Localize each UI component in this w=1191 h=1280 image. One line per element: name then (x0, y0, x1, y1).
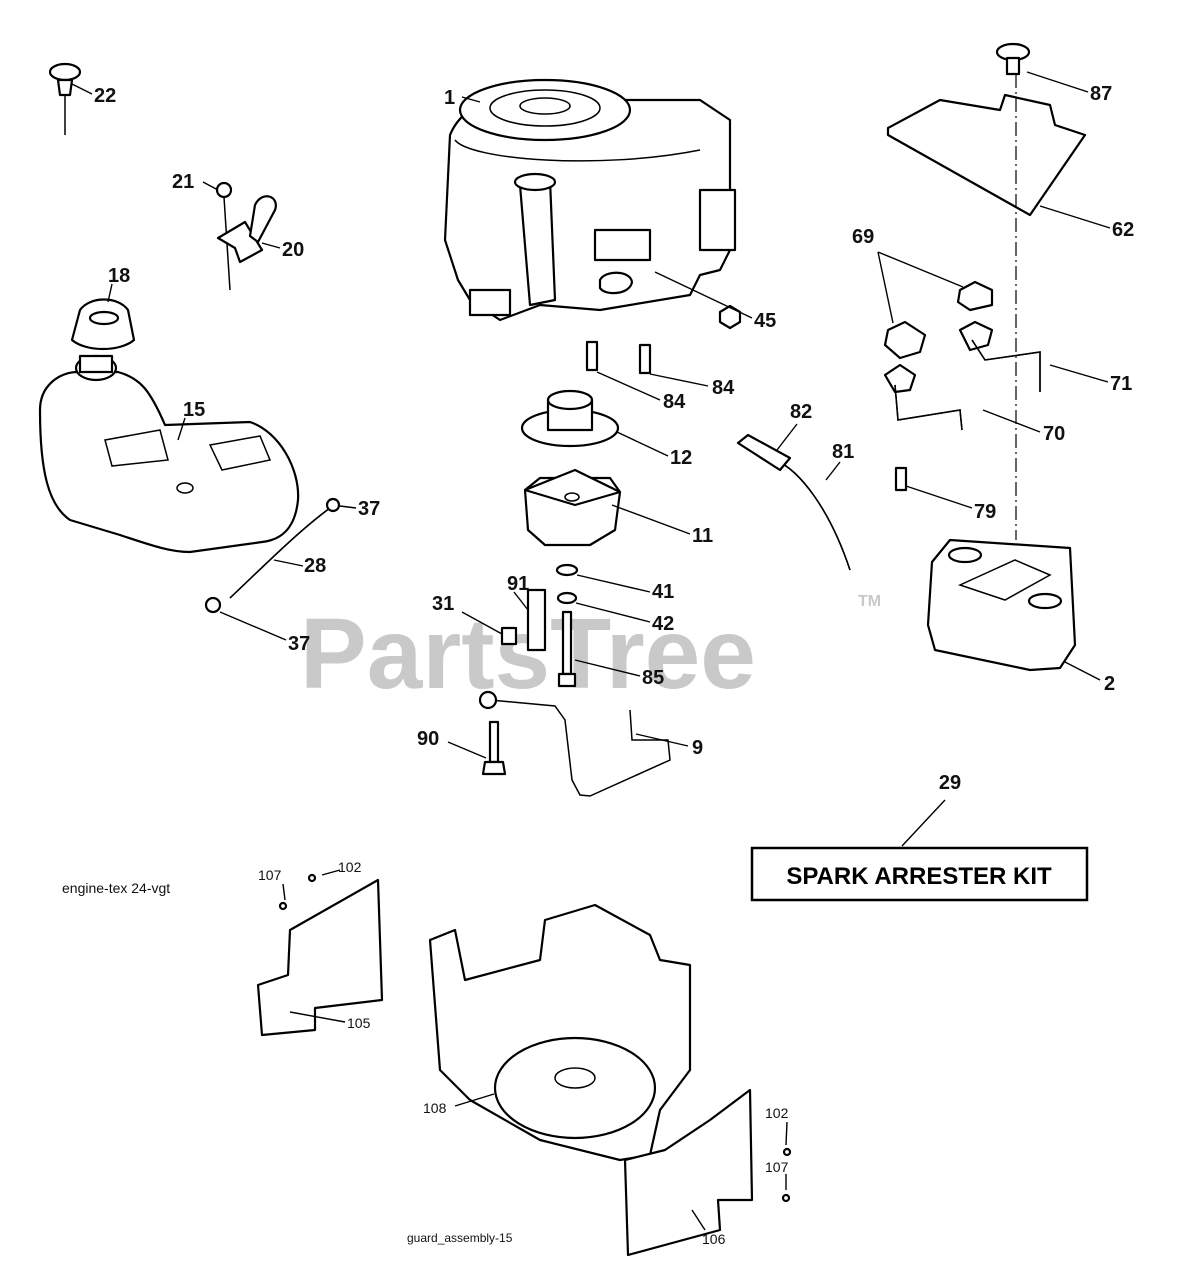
callout-37a: 37 (358, 498, 380, 520)
callout-41: 41 (652, 581, 674, 603)
callout-28: 28 (304, 555, 326, 577)
callout-106: 106 (702, 1231, 726, 1247)
part-11-clutch (523, 468, 622, 547)
callout-69: 69 (852, 226, 874, 248)
part-87-cap (995, 42, 1031, 76)
part-21-20-bracket (215, 181, 277, 291)
callout-107a: 107 (258, 867, 282, 883)
callout-71: 71 (1110, 373, 1132, 395)
callout-22: 22 (94, 85, 116, 107)
part-2-muffler (926, 538, 1077, 672)
callout-84a: 84 (663, 391, 686, 413)
part-41-washer (555, 563, 579, 577)
part-85-bolt (557, 610, 577, 688)
callout-18: 18 (108, 265, 130, 287)
callout-87: 87 (1090, 83, 1112, 105)
callout-15: 15 (183, 399, 205, 421)
callout-79: 79 (974, 501, 996, 523)
callout-107b: 107 (765, 1159, 789, 1175)
engine-ref-note: engine-tex 24-vgt (62, 880, 170, 896)
callout-70: 70 (1043, 423, 1065, 445)
callout-108: 108 (423, 1100, 447, 1116)
callout-2: 2 (1104, 673, 1115, 695)
part-84-bolts (585, 340, 652, 375)
spark-arrester-kit: SPARK ARRESTER KIT 29 (750, 772, 1089, 902)
callout-81: 81 (832, 441, 854, 463)
kit-label: SPARK ARRESTER KIT (786, 863, 1052, 890)
callout-9: 9 (692, 737, 703, 759)
callout-31: 31 (432, 593, 454, 615)
callout-21: 21 (172, 171, 194, 193)
callout-45: 45 (754, 310, 776, 332)
part-12-pulley (520, 389, 620, 448)
kit-box (750, 846, 1089, 902)
callout-labels: 22 1 21 20 18 15 28 37 37 45 84 84 12 11… (94, 83, 1134, 1247)
watermark-tm: TM (858, 593, 881, 610)
callout-37b: 37 (288, 633, 310, 655)
callout-105: 105 (347, 1015, 371, 1031)
callout-85: 85 (642, 667, 664, 689)
part-62-shield (886, 93, 1087, 217)
part-91-spacer (526, 588, 547, 652)
part-81-82-hose (736, 433, 851, 571)
part-69-70-71-exhaust (883, 280, 1041, 431)
part-106-plate (623, 1088, 754, 1257)
callout-12: 12 (670, 447, 692, 469)
part-79-bolt (894, 466, 908, 492)
callout-102a: 102 (338, 859, 362, 875)
leader-lines (71, 71, 1111, 1231)
callout-82: 82 (790, 401, 812, 423)
callout-91: 91 (507, 573, 529, 595)
part-42-washer (556, 591, 578, 605)
part-18-fuel-cap (70, 298, 136, 350)
callout-1: 1 (444, 87, 455, 109)
callout-42: 42 (652, 613, 674, 635)
callout-62: 62 (1112, 219, 1134, 241)
part-90-bolt (481, 720, 507, 776)
part-1-engine (443, 78, 737, 322)
part-22-plug (48, 62, 82, 135)
callout-11: 11 (692, 525, 713, 547)
hardware-102-107 (278, 873, 792, 1203)
part-9-rod (489, 699, 671, 797)
part-45-nut (718, 304, 742, 330)
guard-ref-note: guard_assembly-15 (407, 1231, 513, 1245)
callout-90: 90 (417, 728, 439, 750)
callout-84b: 84 (712, 377, 735, 399)
part-105-plate (256, 878, 384, 1037)
callout-20: 20 (282, 239, 304, 261)
callout-102b: 102 (765, 1105, 789, 1121)
part-28-fuel-line (204, 497, 341, 614)
part-15-fuel-tank (38, 354, 300, 554)
part-31-nut (500, 626, 518, 646)
callout-29: 29 (939, 772, 961, 794)
part-108-guard (428, 903, 692, 1162)
watermark: PartsTree TM (300, 593, 881, 710)
